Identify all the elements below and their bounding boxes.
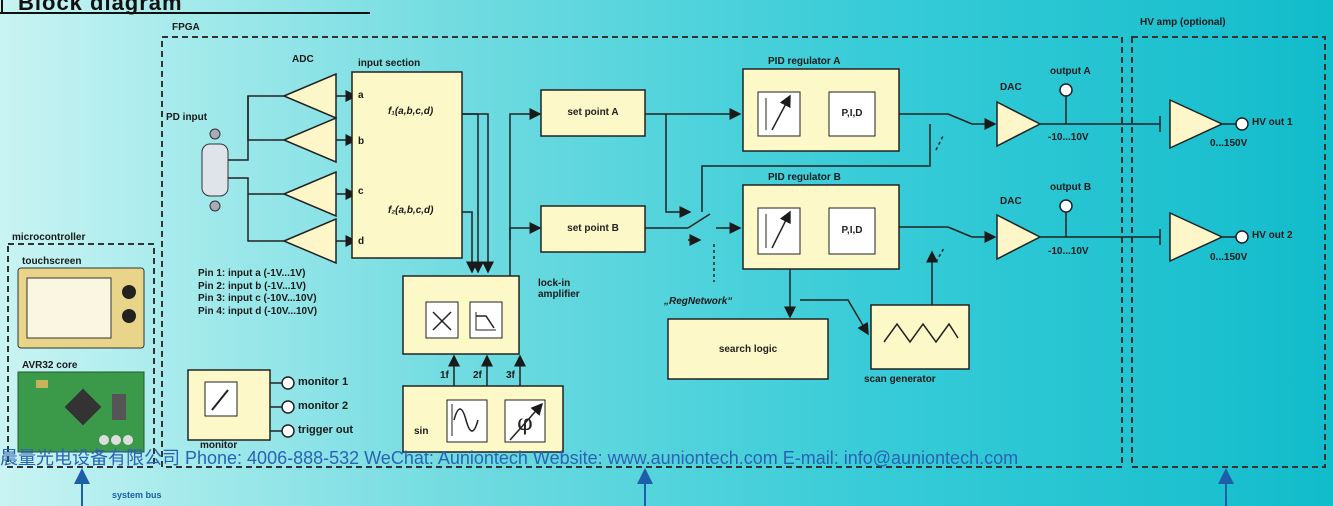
pid-a-label: PID regulator A: [768, 56, 841, 67]
pd-input-connector: [201, 143, 229, 197]
pin-1: Pin 1: input a (-1V...1V): [198, 268, 306, 279]
adc-label: ADC: [292, 54, 314, 65]
function-2: f₂(a,b,c,d): [388, 205, 434, 216]
channel-c: c: [358, 186, 364, 197]
pin-3: Pin 3: input c (-10V...10V): [198, 293, 317, 304]
pin-list: Pin 1: input a (-1V...1V) Pin 2: input b…: [198, 268, 317, 318]
touchscreen-label: touchscreen: [22, 256, 82, 267]
setpoint-a-box: [540, 89, 646, 137]
channel-d: d: [358, 236, 365, 247]
dac-a-range: -10...10V: [1048, 132, 1089, 143]
monitor-1-label: monitor 1: [298, 376, 349, 388]
dac-a: [996, 100, 1042, 148]
pd-input-label: PD input: [166, 112, 208, 123]
pin-4: Pin 4: input d (-10V...10V): [198, 305, 318, 317]
watermark-footer: 晨量光电设备有限公司 Phone: 4006-888-532 WeChat: A…: [0, 448, 1019, 468]
setpoint-a-label: set point A: [567, 107, 619, 118]
harmonic-2f: 2f: [473, 370, 482, 381]
channel-a: a: [358, 90, 364, 101]
microcontroller-label: microcontroller: [12, 232, 86, 243]
setpoint-b-label: set point B: [567, 223, 619, 234]
monitor-2-label: monitor 2: [298, 400, 349, 412]
regnetwork-label: „RegNetwork“: [664, 296, 733, 307]
scan-generator-box: [870, 304, 970, 370]
input-section-box: [351, 71, 463, 259]
avr32-label: AVR32 core: [22, 360, 78, 371]
hv-amp-frame: [1131, 36, 1326, 468]
adc-amplifiers: [282, 72, 337, 265]
dac-b-range: -10...10V: [1048, 246, 1089, 257]
fpga-frame: [161, 36, 1123, 468]
hv-out-2-range: 0...150V: [1210, 252, 1248, 263]
lockin-box: [402, 275, 520, 355]
harmonic-3f: 3f: [506, 370, 515, 381]
sin-label: sin: [414, 426, 429, 437]
page-title: Block diagram: [18, 0, 183, 15]
search-logic-box: [667, 318, 829, 380]
input-section-label: input section: [358, 58, 421, 69]
hv-amp-1: [1169, 98, 1224, 150]
pid-b-pid: P,I,D: [841, 225, 863, 236]
system-bus-label: system bus: [112, 490, 162, 500]
hv-out-1-range: 0...150V: [1210, 138, 1248, 149]
pid-b-label: PID regulator B: [768, 172, 841, 183]
output-a-label: output A: [1050, 66, 1091, 77]
trigger-out-label: trigger out: [298, 424, 353, 436]
scan-generator-label: scan generator: [864, 374, 936, 385]
dac-a-label: DAC: [1000, 82, 1022, 93]
pid-a-pid: P,I,D: [841, 108, 863, 119]
dac-b: [996, 213, 1042, 261]
harmonic-1f: 1f: [440, 370, 449, 381]
hv-out-2-label: HV out 2: [1252, 230, 1293, 241]
lockin-label: lock-in amplifier: [538, 278, 580, 300]
output-b-label: output B: [1050, 182, 1092, 193]
fpga-label: FPGA: [172, 22, 200, 33]
hv-amp-label: HV amp (optional): [1140, 17, 1226, 28]
function-1: f₁(a,b,c,d): [388, 106, 434, 117]
hv-out-1-label: HV out 1: [1252, 117, 1293, 128]
search-logic-label: search logic: [718, 344, 778, 355]
setpoint-b-box: [540, 205, 646, 253]
dac-b-label: DAC: [1000, 196, 1022, 207]
channel-b: b: [358, 136, 365, 147]
hv-amp-2: [1169, 211, 1224, 263]
microcontroller-frame: [7, 243, 155, 468]
pin-2: Pin 2: input b (-1V...1V): [198, 280, 306, 292]
monitor-label: monitor: [200, 440, 238, 451]
